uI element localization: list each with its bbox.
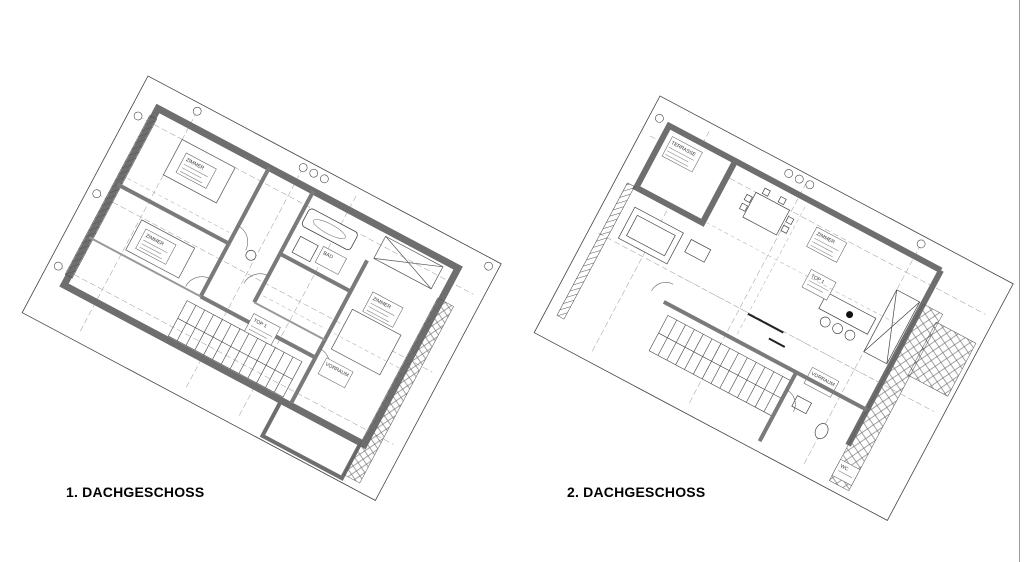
room-label: WC	[839, 463, 850, 472]
plan-1-drawing: ZIMMER ZIMMER ZIMMER BAD TOP 1 VORRAUM	[21, 75, 502, 501]
sheet-edge-divider	[1019, 0, 1020, 562]
terrace	[632, 121, 740, 227]
plan-frame	[533, 95, 1014, 521]
plan-title-2: 2. DACHGESCHOSS	[567, 484, 706, 500]
plan-frame	[21, 75, 502, 501]
plan-2-drawing: TERRASSE	[533, 95, 1014, 521]
room-label: BAD	[322, 250, 334, 260]
plan-title-1: 1. DACHGESCHOSS	[66, 484, 205, 500]
